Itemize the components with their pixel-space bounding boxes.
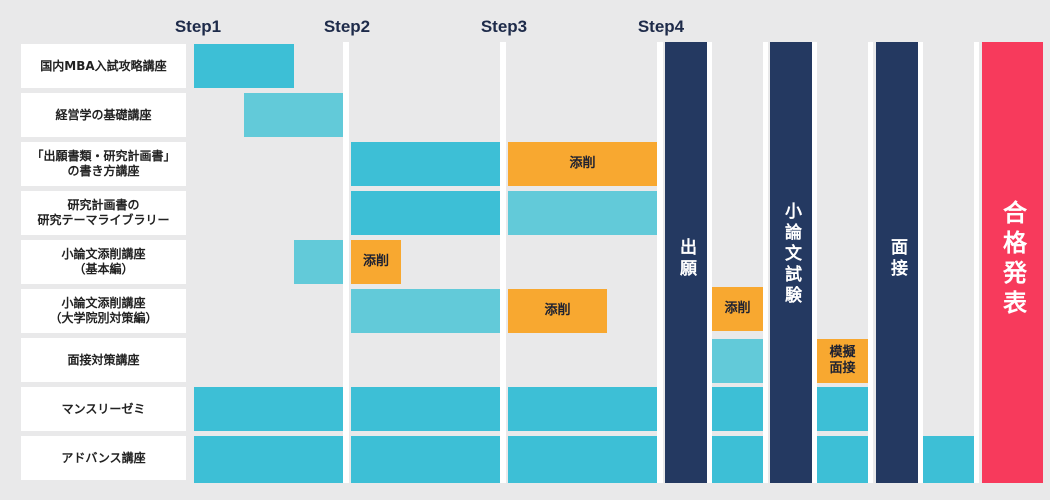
phase-divider-6 [763,42,768,483]
step-2-label: Step2 [323,17,371,36]
step-3-divider [500,42,506,483]
step-2-divider [343,42,349,483]
row-label-application-docs: 「出願書類・研究計画書」 の書き方講座 [21,142,186,186]
bar-management-basics [244,93,343,137]
edit-tag: 添削 [712,287,763,331]
milestone-essay-exam: 小論文試験 [770,42,812,483]
bar-monthly-seminar-post-application [712,387,763,431]
edit-tag: 添削 [508,142,657,186]
bar-research-library-step2 [351,191,500,235]
bar-advanced-step2 [351,436,500,483]
mock-interview-tag: 模擬 面接 [817,339,868,383]
bar-essay-basic [294,240,343,284]
bar-application-docs [351,142,500,186]
milestone-pass-label: 合格発表 [998,200,1027,320]
row-label-interview-prep: 面接対策講座 [21,338,186,382]
row-label-essay-school: 小論文添削講座 （大学院別対策編） [21,289,186,333]
milestone-essay-exam-label: 小論文試験 [781,202,801,307]
bar-monthly-seminar-step1 [194,387,343,431]
step-1-label: Step1 [174,17,222,36]
phase-divider-7 [812,42,817,483]
phase-divider-10 [974,42,979,483]
bar-advanced-post-application [712,436,763,483]
bar-monthly-seminar-step3 [508,387,657,431]
milestone-interview-label: 面接 [887,238,907,280]
bar-monthly-seminar-post-essay [817,387,868,431]
phase-divider-5 [707,42,712,483]
milestone-interview: 面接 [876,42,918,483]
milestone-pass-announcement: 合格発表 [982,42,1043,483]
milestone-application-label: 出願 [676,238,696,280]
row-label-advanced-course: アドバンス講座 [21,436,186,480]
step-3-label: Step3 [480,17,528,36]
bar-advanced-post-essay [817,436,868,483]
step-4-label: Step4 [637,17,685,36]
bar-advanced-step1 [194,436,343,483]
row-label-mba-entrance: 国内MBA入試攻略講座 [21,44,186,88]
edit-tag: 添削 [351,240,401,284]
row-label-research-library: 研究計画書の 研究テーマライブラリー [21,191,186,235]
phase-divider-8 [868,42,873,483]
bar-advanced-post-interview [923,436,974,483]
bar-advanced-step3 [508,436,657,483]
bar-mba-entrance [194,44,294,88]
step-4-divider [657,42,663,483]
bar-research-library-step3 [508,191,657,235]
bar-interview-prep [712,339,763,383]
milestone-application: 出願 [665,42,707,483]
row-label-management-basics: 経営学の基礎講座 [21,93,186,137]
bar-essay-school [351,289,500,333]
phase-divider-9 [918,42,923,483]
row-label-essay-basic: 小論文添削講座 （基本編） [21,240,186,284]
row-label-monthly-seminar: マンスリーゼミ [21,387,186,431]
edit-tag: 添削 [508,289,607,333]
bar-monthly-seminar-step2 [351,387,500,431]
